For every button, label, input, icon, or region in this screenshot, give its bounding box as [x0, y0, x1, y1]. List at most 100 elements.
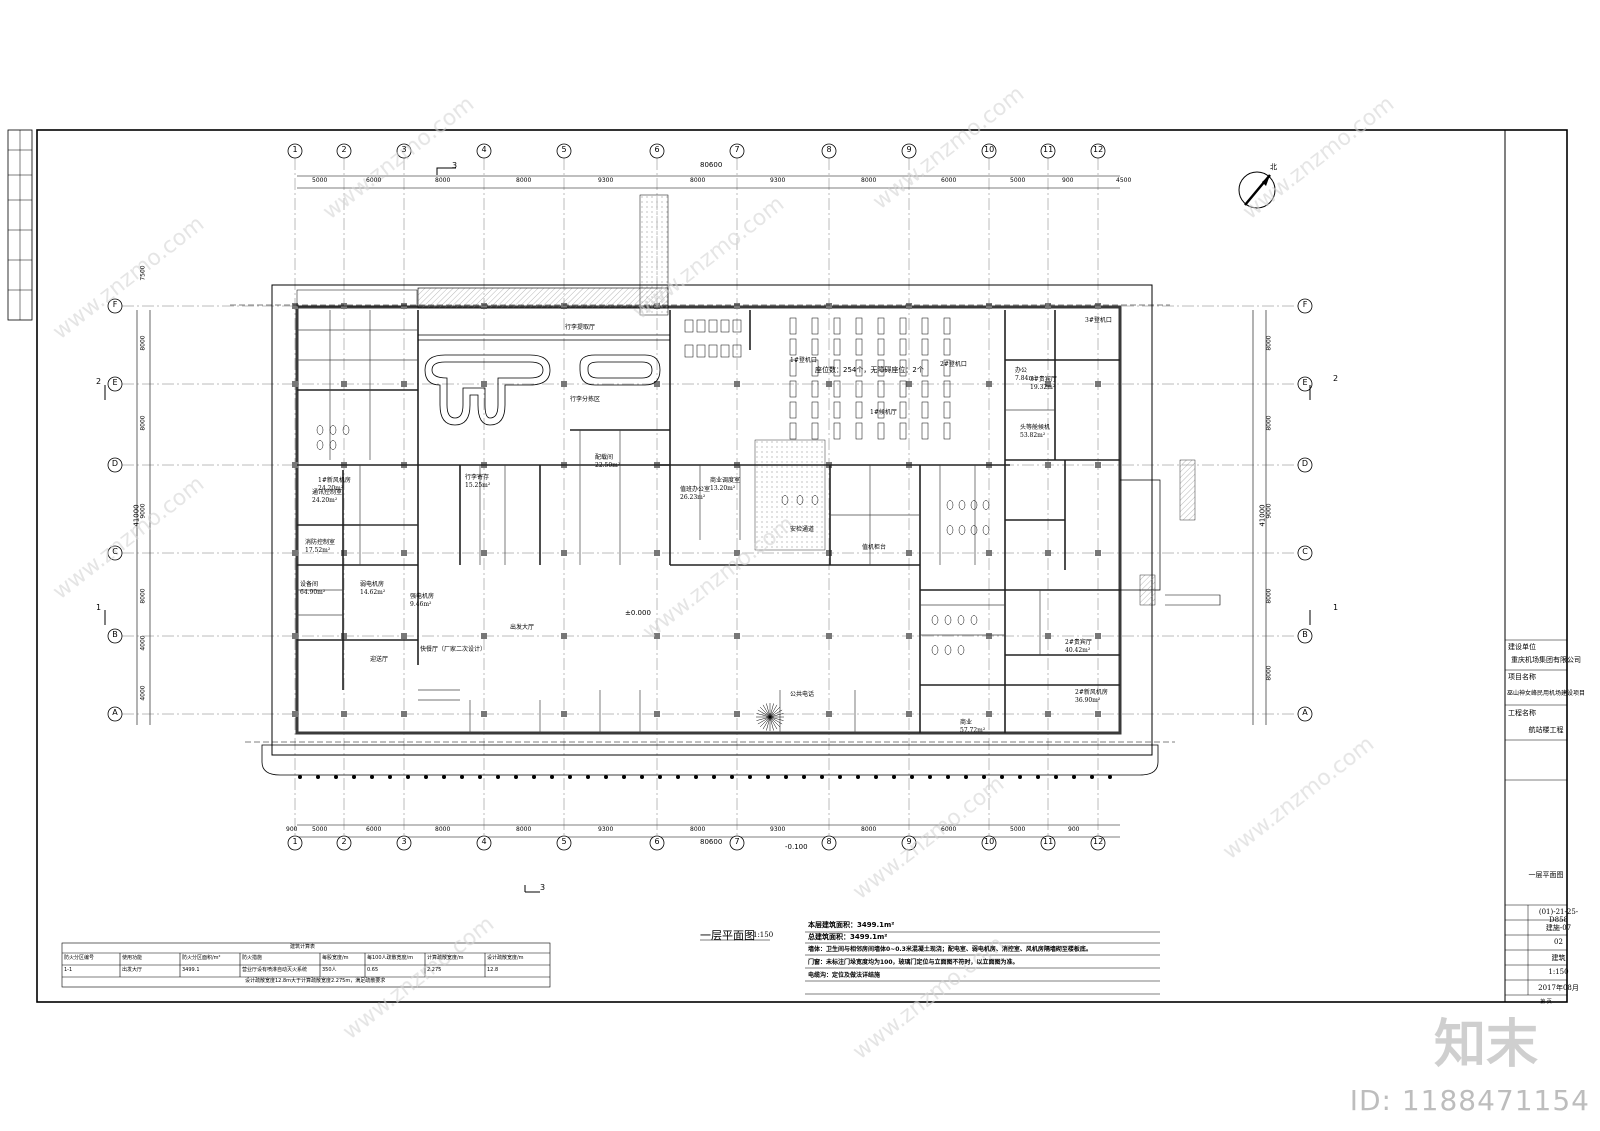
col-axis-label: 5 [561, 145, 567, 154]
structural-column [654, 550, 660, 556]
calc-cell: 防火分区编号 [64, 955, 95, 961]
col-axis-bubble [396, 143, 412, 159]
watermark-id: ID: 1188471154 [1349, 1084, 1590, 1117]
dimension-value: 9300 [770, 826, 786, 833]
structural-column [561, 633, 567, 639]
room-area: 15.25m² [465, 482, 491, 489]
fan-ray [757, 709, 771, 718]
structural-column [906, 303, 912, 309]
structural-column [1095, 711, 1101, 717]
toilet-fixture [796, 495, 804, 505]
room-name: 强电机房 [410, 593, 435, 600]
north-label: 北 [1270, 163, 1277, 171]
canopy-pillar [316, 775, 320, 779]
section-mark-bottom: 3 [540, 883, 546, 892]
door-note: 门窗：未标注门垛宽度均为100，玻璃门定位与立面图不符时，以立面图为准。 [808, 959, 1019, 966]
seat-row [855, 338, 863, 356]
room-name: 出发大厅 [510, 624, 535, 631]
row-axis-label: F [112, 300, 118, 309]
canopy-pillar [352, 775, 356, 779]
seat-row [811, 317, 819, 335]
section-mark-right1: 1 [1333, 603, 1339, 612]
dimension-value: 9300 [598, 826, 614, 833]
room-name: 迎送厅 [370, 656, 389, 663]
tb-work: 航站楼工程 [1528, 726, 1564, 734]
canopy-pillar [892, 775, 896, 779]
tb-project: 巫山神女峰民用机场建设项目 [1506, 690, 1585, 697]
tb-project-no: (01)-21-25-D858 [1538, 908, 1579, 924]
seat-row [855, 380, 863, 398]
structural-column [341, 633, 347, 639]
watermark-site: www.znzmo.com [48, 211, 209, 344]
toilet-fixture [781, 495, 789, 505]
canopy-pillar [928, 775, 932, 779]
toilet-fixture [958, 500, 966, 510]
canopy-pillar [676, 775, 680, 779]
col-axis-label: 9 [906, 837, 912, 846]
canopy-pillar [1108, 775, 1112, 779]
structural-column [654, 711, 660, 717]
seat-row [943, 380, 951, 398]
col-axis-label: 7 [734, 837, 740, 846]
structural-column [401, 711, 407, 717]
seat-row [789, 359, 797, 377]
tb-work-label: 工程名称 [1508, 709, 1536, 717]
col-axis-label: 5 [561, 837, 567, 846]
canopy-pillar [730, 775, 734, 779]
room-area: 24.20m² [318, 485, 344, 492]
seat-row [833, 317, 841, 335]
room-name: 1#登机口 [790, 357, 817, 364]
canopy-pillar [1036, 775, 1040, 779]
toilet-fixture [957, 615, 965, 625]
fan-ray [769, 716, 778, 730]
col-axis-label: 11 [1043, 837, 1054, 846]
structural-column [292, 381, 298, 387]
dimension-value: 900 [1062, 177, 1074, 184]
toilet-fixture [944, 645, 952, 655]
room-name: 头等舱候机 [1020, 424, 1051, 431]
room-name: 3#贵宾厅 [1030, 376, 1057, 383]
structural-column [481, 550, 487, 556]
col-axis-bubble [901, 835, 917, 851]
col-axis-label: 4 [481, 145, 487, 154]
seat-row [921, 401, 929, 419]
tb-drawing-no: 建施-07 [1545, 924, 1572, 932]
seat-row [877, 422, 885, 440]
structural-column [292, 550, 298, 556]
calc-cell: 防火措施 [242, 955, 263, 961]
col-axis-bubble [649, 835, 665, 851]
seat-row [732, 344, 742, 358]
structural-column [341, 550, 347, 556]
room-name: 配载间 [595, 454, 614, 461]
room-name: 值机柜台 [862, 544, 887, 551]
tb-discipline: 建筑 [1551, 954, 1566, 962]
col-axis-label: 10 [984, 145, 995, 154]
col-axis-bubble [396, 835, 412, 851]
room-area: 17.52m² [305, 547, 331, 554]
north-arrow-icon [1238, 171, 1276, 209]
canopy-pillar [712, 775, 716, 779]
structural-column [734, 303, 740, 309]
room-name: 3#登机口 [1085, 317, 1112, 324]
col-axis-bubble [981, 143, 997, 159]
tb-project-label: 项目名称 [1508, 673, 1536, 681]
dimension-value: 8000 [435, 177, 451, 184]
fan-ray [769, 716, 774, 731]
fan-ray [766, 716, 771, 731]
structural-column [734, 550, 740, 556]
col-axis-label: 4 [481, 837, 487, 846]
calc-cell: 计算疏散宽度/m [427, 955, 464, 961]
structural-column [561, 381, 567, 387]
room-name: 行李寄存 [465, 474, 490, 481]
toilet-fixture [958, 525, 966, 535]
structural-column [481, 711, 487, 717]
row-axis-bubble [107, 376, 123, 392]
seat-row [943, 317, 951, 335]
dimension-value: 5000 [1010, 177, 1026, 184]
canopy-pillar [496, 775, 500, 779]
dimension-value: 5000 [312, 826, 328, 833]
dimension-value: 9300 [770, 177, 786, 184]
seat-count-note: 座位数：254个，无障碍座位：2个 [815, 366, 924, 374]
watermark-site: www.znzmo.com [48, 471, 209, 604]
dimension-value: 5000 [312, 177, 328, 184]
